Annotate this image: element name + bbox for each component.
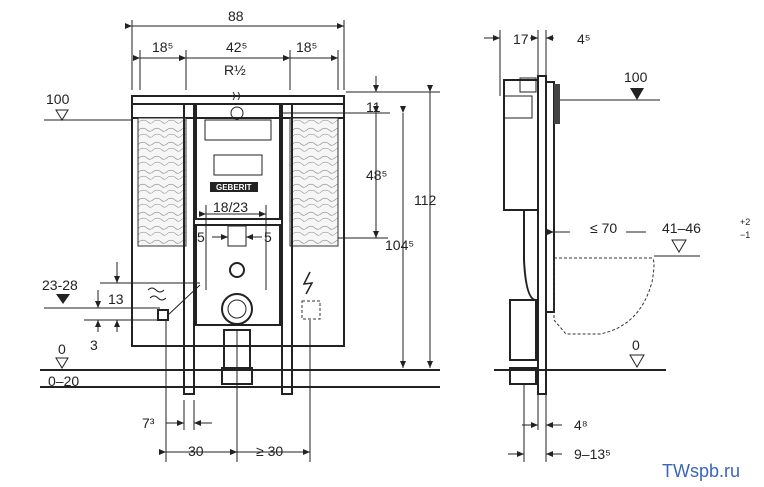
dim-5-left: 5	[197, 229, 205, 245]
level-0-20-label: 0–20	[48, 373, 79, 389]
level-0-marker	[55, 357, 69, 369]
dim-width-side-left: 18⁵	[152, 39, 173, 55]
water-supply-icon	[147, 287, 167, 301]
side-level-0-marker	[629, 354, 645, 368]
dim-11: 11	[366, 99, 381, 115]
watermark: TWspb.ru	[662, 461, 740, 481]
level-23-28-label: 23-28	[42, 277, 78, 293]
side-frame-bar	[537, 75, 547, 395]
dim-41-46: 41–46	[662, 220, 701, 236]
level-23-28-marker	[56, 294, 70, 304]
brand-logo	[210, 182, 258, 192]
frame-leg-right	[281, 103, 293, 395]
dim-104: 104⁵	[385, 237, 414, 253]
water-inlet	[230, 106, 244, 120]
water-icon	[232, 91, 240, 101]
dim-ge30: ≥ 30	[256, 443, 283, 459]
wood-panel-left	[137, 117, 187, 247]
drain-pipe	[221, 293, 253, 325]
side-level-100-marker	[630, 88, 644, 100]
brand-logo-text: GEBERIT	[216, 183, 252, 192]
bolt-circle	[229, 262, 245, 278]
dim-5-right: 5	[264, 229, 272, 245]
level-100-label: 100	[46, 91, 70, 107]
dim-41-46-sub: −1	[740, 230, 750, 240]
supply-valve	[157, 309, 169, 321]
dim-30: 30	[188, 443, 204, 459]
dim-4-8: 4⁸	[574, 417, 588, 433]
level-0-label: 0	[58, 341, 66, 357]
dim-4-5: 4⁵	[577, 31, 591, 47]
cistern	[195, 103, 281, 220]
dim-le70: ≤ 70	[590, 220, 617, 236]
dim-width-total: 88	[228, 8, 244, 24]
dim-7: 7³	[142, 415, 155, 431]
dim-18-23: 18/23	[213, 199, 248, 215]
dim-48: 48⁵	[366, 167, 387, 183]
wood-panel-right	[289, 117, 339, 247]
dim-width-center: 42⁵	[226, 39, 247, 55]
front-view: GEBERIT 88 18⁵ 42⁵ 18⁵ R½	[40, 8, 440, 462]
side-view: 17 4⁵ 100 ≤ 70 41–46 +2 −1 0 4⁸ 9–13⁵	[484, 30, 750, 462]
frame-outer	[131, 95, 345, 347]
electric-socket	[301, 300, 321, 320]
side-level-100-label: 100	[624, 69, 648, 85]
side-plate	[554, 84, 560, 124]
dim-9-13: 9–13⁵	[574, 446, 611, 462]
dim-width-side-right: 18⁵	[296, 39, 317, 55]
dim-17: 17	[513, 31, 529, 47]
dim-13: 13	[108, 291, 124, 307]
thread-label: R½	[224, 62, 246, 78]
electric-icon	[302, 271, 314, 295]
side-pipe	[523, 210, 537, 301]
dim-41-46-marker	[671, 239, 687, 253]
lower-frame	[195, 224, 281, 326]
dim-41-46-sup: +2	[740, 217, 750, 227]
wc-bowl	[553, 257, 655, 335]
side-cistern	[503, 79, 539, 211]
level-100-marker	[55, 109, 69, 121]
dim-112: 112	[414, 192, 437, 208]
dim-3: 3	[90, 337, 98, 353]
frame-leg-left	[183, 103, 195, 395]
side-level-0-label: 0	[632, 337, 640, 353]
